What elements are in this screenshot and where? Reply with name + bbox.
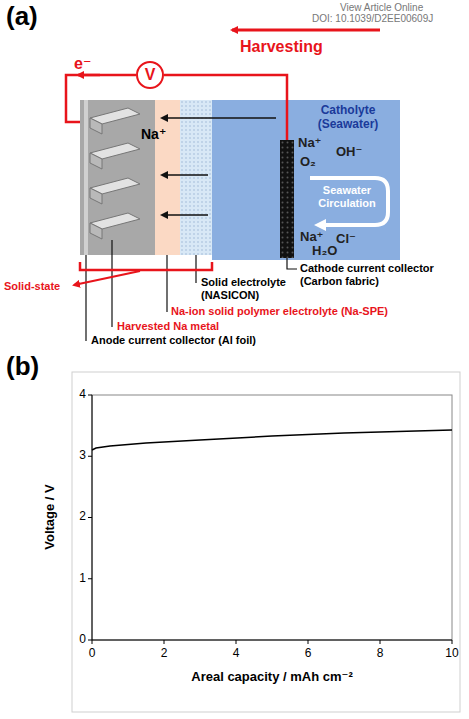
solid-state-bracket: [80, 262, 212, 270]
nasicon-texture: [180, 100, 212, 255]
nasicon-layer: [180, 100, 212, 255]
doi-note: DOI: 10.1039/D2EE00609J: [312, 13, 433, 25]
anode-wire: [66, 75, 136, 122]
na-ion-arrows: [162, 118, 276, 215]
part-label: Na-ion solid polymer electrolyte (Na-SPE…: [171, 305, 388, 318]
circulation-label: Seawater Circulation: [312, 184, 382, 209]
part-label: Harvested Na metal: [117, 320, 219, 333]
axis-tick: 4: [233, 647, 240, 661]
group-label: Solid-state: [4, 280, 60, 293]
axis-tick: 2: [79, 510, 86, 524]
ion-label: Na⁺: [300, 230, 323, 245]
part-label: Solid electrolyte (NASICON): [201, 276, 297, 301]
anode-body: [80, 100, 155, 255]
watermark: View Article Online: [340, 2, 423, 14]
axis-title: Areal capacity / mAh cm⁻²: [191, 670, 352, 685]
axis-title: Voltage / V: [43, 484, 58, 550]
ion-label: Na⁺: [298, 136, 321, 151]
harvesting-arrow: [232, 29, 380, 32]
cathode-carbon-fabric: [280, 140, 294, 258]
leader-lines: [86, 240, 297, 341]
chart-frame: [72, 372, 460, 712]
ion-label: Na⁺: [141, 126, 166, 142]
panel-letter: (b): [6, 352, 39, 382]
voltmeter-circle: V: [136, 61, 164, 89]
na-spe-layer: [155, 100, 180, 255]
part-label: Anode current collector (Al foil): [91, 334, 256, 347]
axis-tick: 8: [377, 647, 384, 661]
axis-tick: 6: [305, 647, 312, 661]
ion-label: H₂O: [312, 244, 337, 259]
ion-label: O₂: [300, 155, 316, 170]
ion-label: OH⁻: [336, 145, 362, 160]
node-text: V: [145, 66, 156, 84]
axis-tick: 2: [161, 647, 168, 661]
harvesting-label: Harvesting: [240, 38, 323, 56]
axis-tick: 3: [79, 449, 86, 463]
plot-area: [92, 395, 452, 640]
part-label: Cathode current collector (Carbon fabric…: [300, 262, 460, 287]
electron-arrow: [78, 74, 100, 77]
axis-ticks: [88, 395, 452, 644]
axis-tick: 10: [445, 647, 458, 661]
ion-label: Cl⁻: [336, 232, 356, 247]
axis-tick: 4: [79, 388, 86, 402]
na-metal-slabs: [90, 108, 140, 239]
circulation-arrow: [310, 178, 388, 225]
axis-tick: 0: [79, 633, 86, 647]
electron-label: e⁻: [74, 55, 91, 73]
node-text: Catholyte (Seawater): [300, 100, 396, 132]
voltage-curve: [92, 430, 452, 450]
al-foil: [84, 100, 88, 255]
axis-tick: 1: [79, 572, 86, 586]
axis-tick: 0: [89, 647, 96, 661]
catholyte-region: [212, 100, 400, 260]
solid-state-arrow: [74, 271, 140, 285]
panel-letter: (a): [6, 2, 38, 32]
cathode-wire: [164, 75, 287, 140]
